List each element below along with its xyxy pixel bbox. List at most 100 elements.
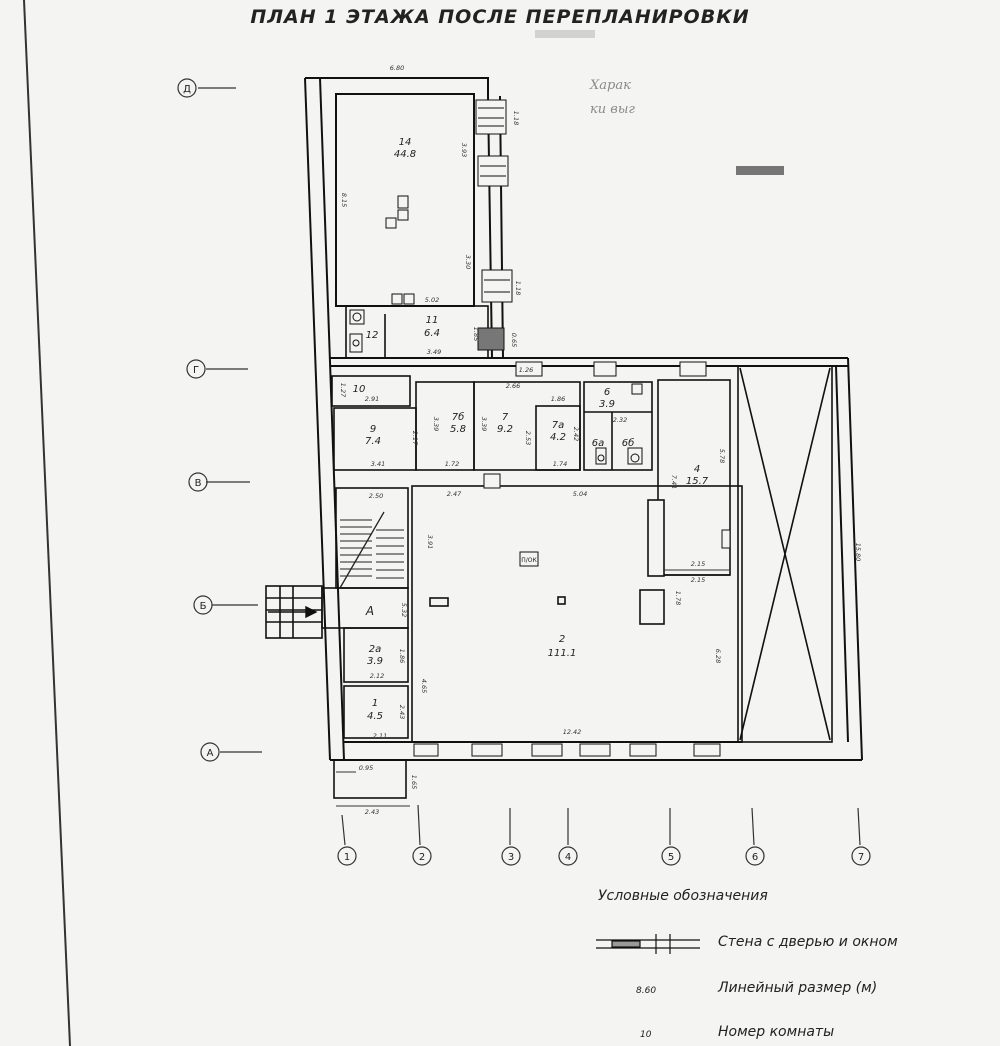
dim-label: 1.18 — [514, 281, 522, 295]
dim-label: 2.32 — [613, 416, 627, 424]
axis-col-1: 1 — [344, 852, 350, 863]
dim-label: 3.93 — [460, 143, 468, 157]
dim-label: 8.15 — [340, 193, 348, 207]
faded-stamp: Харак ки выг — [590, 74, 635, 122]
axis-row-b: Б — [200, 601, 207, 612]
row-axes — [177, 78, 262, 762]
dim-label: 2.91 — [365, 395, 379, 403]
dim-label: 1.86 — [398, 649, 406, 663]
equipment-label: П/ОК — [521, 557, 537, 564]
legend-room-text: Номер комнаты — [718, 1024, 835, 1040]
dim-label: 2.43 — [365, 808, 379, 816]
legend-wall-symbol — [596, 934, 700, 954]
dim-label: 1.27 — [339, 383, 347, 398]
dim-label: 1.78 — [674, 591, 682, 605]
windows — [413, 99, 731, 757]
legend-room-sample: 10 — [640, 1030, 652, 1040]
room-1-area: 4.5 — [367, 711, 383, 722]
dim-label: 2.47 — [447, 490, 462, 498]
sheet-border-line — [23, 0, 71, 1046]
dim-label: 1.85 — [472, 327, 480, 341]
room-10-number: 10 — [353, 384, 366, 395]
room-11-area: 6.4 — [424, 328, 440, 339]
axis-row-v: В — [195, 478, 202, 489]
dim-label: 7.41 — [670, 475, 678, 489]
room-2-number: 2 — [559, 634, 565, 645]
axis-col-2: 2 — [419, 852, 425, 863]
dim-label: 2.15 — [691, 560, 705, 568]
dim-label: 2.50 — [369, 492, 383, 500]
room-1-number: 1 — [372, 698, 378, 709]
stamp-smudge — [535, 30, 595, 38]
room-2-area: 111.1 — [548, 648, 577, 659]
dim-label: 2.12 — [370, 672, 384, 680]
legend-title: Условные обозначения — [598, 888, 768, 904]
axis-row-a: А — [207, 748, 214, 759]
dim-label: 5.04 — [573, 490, 587, 498]
dim-label: 2.42 — [572, 427, 580, 441]
dim-label: 1.74 — [553, 460, 567, 468]
interior-walls — [265, 305, 833, 799]
axis-col-3: 3 — [508, 852, 514, 863]
dim-label: 0.95 — [359, 764, 373, 772]
dim-label: 2.66 — [506, 382, 520, 390]
dim-label: 3.49 — [427, 348, 441, 356]
room-7-area: 9.2 — [497, 424, 513, 435]
room-7b-area: 5.8 — [450, 424, 466, 435]
legend-wall-text: Стена с дверью и окном — [718, 934, 898, 950]
dim-label: 2.11 — [373, 732, 387, 740]
dim-label: 2.15 — [691, 576, 705, 584]
dim-label: 3.91 — [426, 535, 434, 549]
stamp-line-1: Харак — [590, 78, 631, 93]
room-2a-area: 3.9 — [367, 656, 383, 667]
room-2a-number: 2а — [369, 644, 382, 655]
room-9-number: 9 — [370, 424, 376, 435]
entrance-arrow — [268, 605, 318, 619]
room-4-number: 4 — [694, 464, 700, 475]
room-6-area: 3.9 — [599, 399, 615, 410]
room-12-number: 12 — [366, 330, 379, 341]
room-14-area: 44.8 — [394, 149, 416, 160]
dim-label: 6.80 — [390, 64, 404, 72]
dim-label: 15.80 — [854, 543, 862, 562]
dim-label: 0.65 — [510, 333, 518, 347]
dim-label: 1.65 — [410, 775, 418, 789]
stamp-line-2: ки выг — [590, 102, 635, 117]
room-7a-area: 4.2 — [550, 432, 566, 443]
dim-label: 5.32 — [400, 603, 408, 617]
vestibule-a-label: А — [365, 604, 374, 618]
room-7-number: 7 — [502, 412, 509, 423]
dim-label: 6.28 — [714, 649, 722, 663]
dim-label: 12.42 — [563, 728, 582, 736]
dim-label: 3.30 — [464, 255, 472, 269]
plan-title: ПЛАН 1 ЭТАЖА ПОСЛЕ ПЕРЕПЛАНИРОВКИ — [250, 6, 750, 28]
room-14-number: 14 — [399, 137, 412, 148]
dim-label: 3.41 — [371, 460, 385, 468]
room-4-area: 15.7 — [686, 476, 709, 487]
dim-label: 2.43 — [398, 705, 406, 719]
axis-col-7: 7 — [858, 852, 864, 863]
room-11-number: 11 — [426, 315, 439, 326]
axis-col-5: 5 — [668, 852, 674, 863]
dim-label: 1.26 — [519, 366, 533, 374]
room-7a-number: 7а — [552, 420, 565, 431]
dim-label: 3.39 — [432, 417, 440, 431]
stair-treads — [339, 511, 404, 589]
dim-label: 5.78 — [718, 449, 726, 463]
legend-dim-sample: 8.60 — [636, 986, 657, 996]
axis-col-4: 4 — [565, 852, 571, 863]
axis-row-g: Г — [193, 365, 199, 376]
room-6-number: 6 — [604, 387, 610, 398]
column-axes — [337, 804, 871, 866]
dim-label: 1.72 — [445, 460, 459, 468]
dim-label: 1.86 — [551, 395, 565, 403]
dim-label: 2.17 — [411, 431, 419, 446]
sanitary-fixtures — [349, 195, 643, 567]
axis-col-6: 6 — [752, 852, 758, 863]
dim-label: 2.53 — [524, 431, 532, 445]
room-6b-number: 6б — [622, 437, 635, 449]
dimension-lines — [336, 569, 730, 807]
room-6a-number: 6а — [592, 438, 605, 449]
